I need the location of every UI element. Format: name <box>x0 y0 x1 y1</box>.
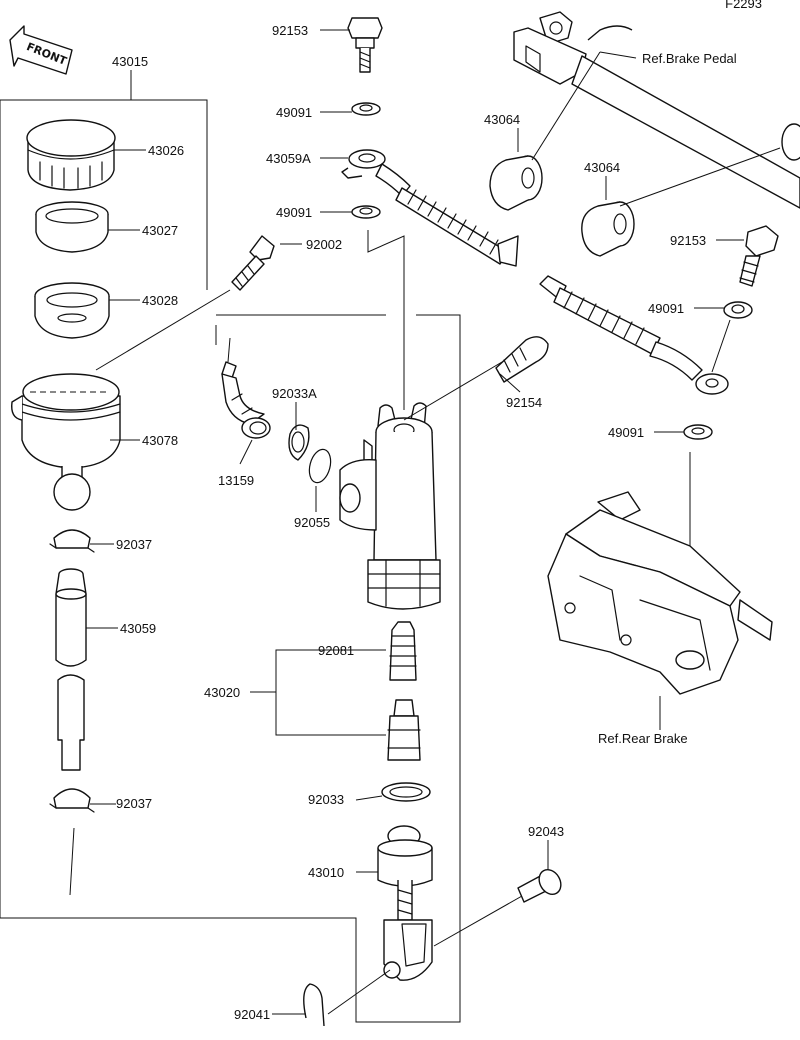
push-rod-43010 <box>377 825 433 981</box>
reservoir-cap-43026 <box>26 119 116 191</box>
label-43064-2: 43064 <box>584 160 620 175</box>
label-92154: 92154 <box>506 395 542 410</box>
label-43064-1: 43064 <box>484 112 520 127</box>
label-92043: 92043 <box>528 824 564 839</box>
bleeder-valve-92154 <box>495 336 549 383</box>
assembly-bracket-43015 <box>0 70 461 1023</box>
spring-92081 <box>389 621 417 681</box>
label-43015: 43015 <box>112 54 148 69</box>
front-arrow-icon: FRONT <box>9 25 73 75</box>
ref-brake-pedal: Ref.Brake Pedal <box>642 51 737 66</box>
rear-brake-caliper-ref <box>547 491 773 695</box>
washer-49091-2 <box>351 205 381 219</box>
washer-49091-4 <box>683 424 713 440</box>
label-49091-1: 49091 <box>276 105 312 120</box>
hose-fitting-13159 <box>221 361 271 439</box>
diaphragm-plate-43028 <box>34 282 110 339</box>
master-cylinder-body <box>339 402 441 610</box>
label-43027: 43027 <box>142 223 178 238</box>
label-49091-4: 49091 <box>608 425 644 440</box>
brake-pedal-ref <box>513 11 800 209</box>
label-43028: 43028 <box>142 293 178 308</box>
label-43026: 43026 <box>148 143 184 158</box>
grommet-43064-2 <box>581 201 635 257</box>
label-92002: 92002 <box>306 237 342 252</box>
label-92037-top: 92037 <box>116 537 152 552</box>
label-49091-3: 49091 <box>648 301 684 316</box>
label-92055: 92055 <box>294 515 330 530</box>
label-43078: 43078 <box>142 433 178 448</box>
ref-rear-brake: Ref.Rear Brake <box>598 731 688 746</box>
grommet-43064-1 <box>489 155 543 211</box>
hose-clamp-92037-top <box>49 529 95 553</box>
label-92033A: 92033A <box>272 386 317 401</box>
label-43059: 43059 <box>120 621 156 636</box>
brake-hose-right <box>539 275 729 395</box>
label-43020: 43020 <box>204 685 240 700</box>
label-13159: 13159 <box>218 473 254 488</box>
clevis-pin-92043 <box>517 868 562 903</box>
label-92153-top: 92153 <box>272 23 308 38</box>
banjo-bolt-92153-right <box>739 225 779 287</box>
label-43010: 43010 <box>308 865 344 880</box>
label-43059A: 43059A <box>266 151 311 166</box>
diagram-code: F2293 <box>725 0 762 11</box>
circlip-92033 <box>381 782 431 802</box>
label-92037-bottom: 92037 <box>116 796 152 811</box>
o-ring-92055 <box>308 448 332 484</box>
hose-clamp-92037-bottom <box>49 788 95 813</box>
label-49091-2: 49091 <box>276 205 312 220</box>
circlip-92033A <box>288 424 310 461</box>
diaphragm-43027 <box>35 201 109 253</box>
banjo-bolt-92153-top <box>347 17 383 73</box>
reservoir-hose-43059 <box>55 568 87 771</box>
label-92033: 92033 <box>308 792 344 807</box>
piston-43020 <box>387 699 421 761</box>
brake-hose-43059A <box>341 149 519 267</box>
washer-49091-1 <box>351 102 381 116</box>
cotter-pin-92041 <box>303 983 325 1027</box>
label-92041: 92041 <box>234 1007 270 1022</box>
label-92081: 92081 <box>318 643 354 658</box>
screw-92002 <box>231 235 275 291</box>
label-92153-right: 92153 <box>670 233 706 248</box>
reservoir-tank-43078 <box>11 373 121 511</box>
washer-49091-3 <box>723 301 753 319</box>
